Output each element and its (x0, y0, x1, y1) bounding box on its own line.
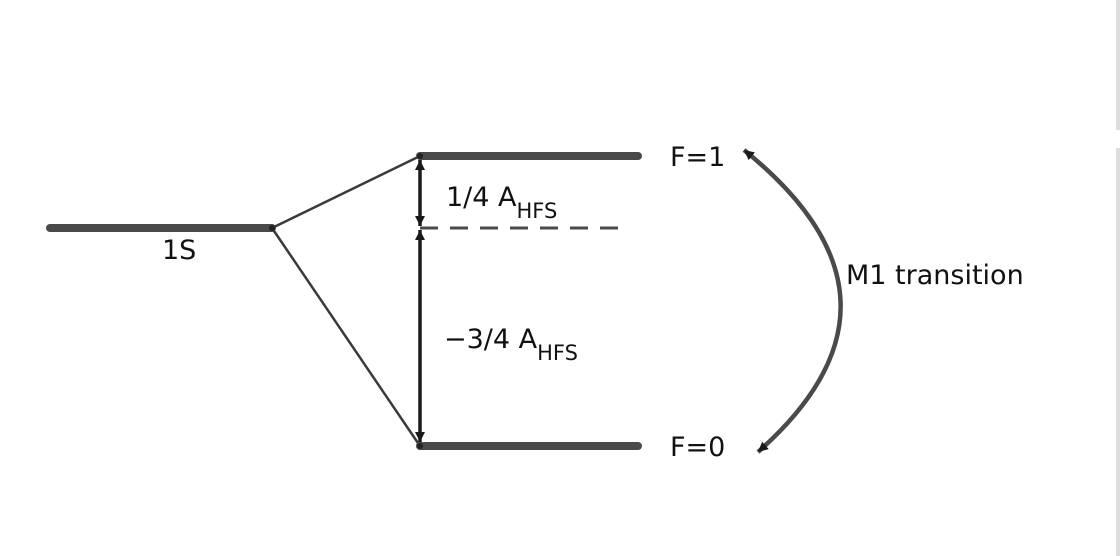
m1-transition-label: M1 transition (846, 260, 1024, 291)
lower-shift-label: −3/4 AHFS (444, 324, 578, 365)
connector-to-f1 (271, 154, 421, 230)
junction-dot-f0 (417, 443, 423, 449)
level-f0-label: F=0 (670, 432, 725, 463)
m1-transition-arc (742, 148, 843, 454)
level-f1-label: F=1 (670, 142, 725, 173)
connector-to-f0 (270, 227, 422, 447)
junction-dot-f1 (417, 153, 423, 159)
level-1s-label: 1S (162, 235, 196, 266)
junction-dot-ground (269, 225, 275, 231)
upper-shift-label: 1/4 AHFS (446, 182, 557, 223)
scroll-edge-lower (1116, 148, 1120, 556)
scroll-edge-upper (1116, 0, 1120, 130)
